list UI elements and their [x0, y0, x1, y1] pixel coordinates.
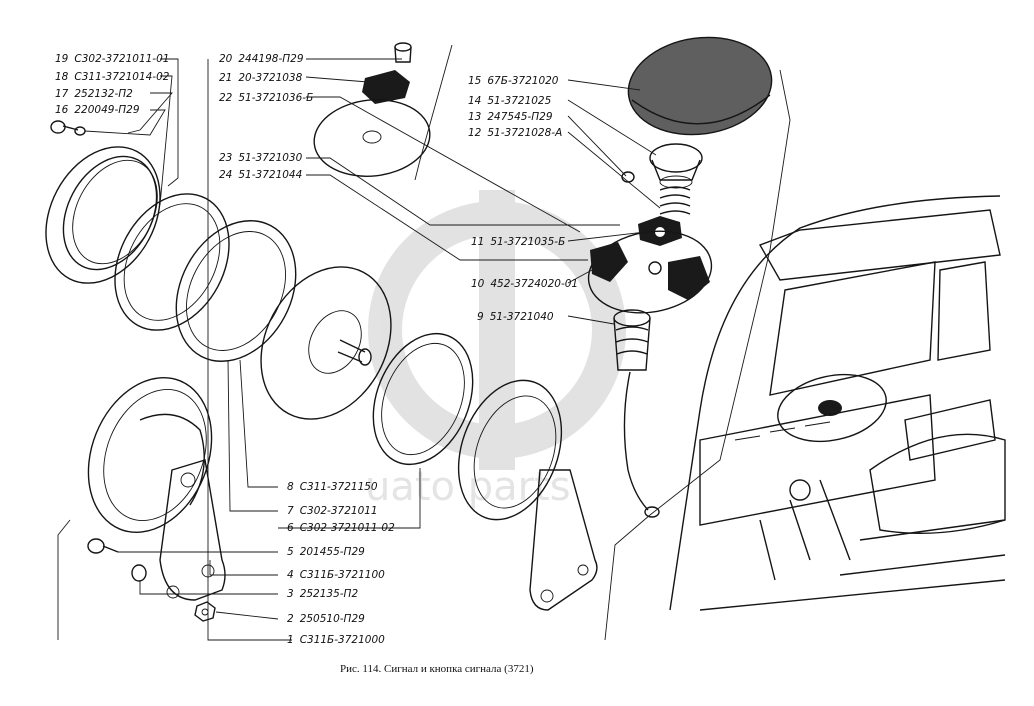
- plate-22: [313, 99, 431, 177]
- cup-14: [649, 143, 703, 189]
- cab-illustration: [669, 195, 1006, 611]
- spring-tube-9: [613, 309, 660, 518]
- gasket-7: [175, 220, 297, 362]
- contact-21: [362, 70, 410, 104]
- horn-body-4: [457, 379, 598, 611]
- base-plate-10: [587, 230, 713, 314]
- spring-12: [659, 186, 691, 215]
- diaphragm-8: [260, 266, 392, 420]
- watermark-logo: [368, 190, 626, 470]
- nut-2: [194, 601, 216, 622]
- washer-3: [131, 564, 147, 582]
- gasket-18: [114, 193, 230, 331]
- pin-20: [394, 42, 412, 63]
- button-cap-15: [627, 36, 773, 136]
- rim-ring-19: [45, 146, 161, 284]
- horn-body-1: [87, 377, 226, 601]
- leader-lines: [57, 44, 791, 641]
- bolt-16: [50, 120, 86, 136]
- screw-5: [87, 538, 119, 554]
- gasket-6: [372, 332, 474, 466]
- figure-caption: Рис. 114. Сигнал и кнопка сигнала (3721): [340, 663, 534, 675]
